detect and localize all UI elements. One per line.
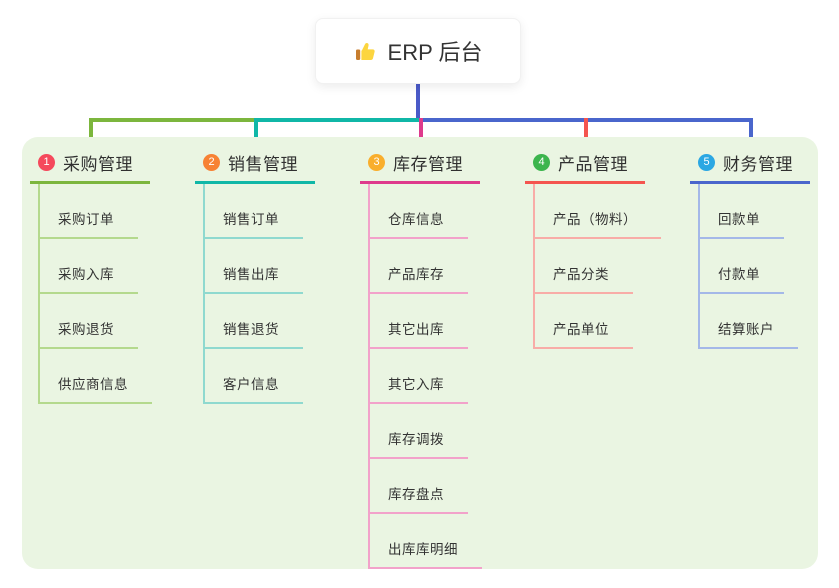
leaf-node[interactable]: 销售订单 bbox=[205, 208, 303, 239]
branch-item-row: 产品（物料） bbox=[535, 184, 675, 239]
connector-drop-branch-1 bbox=[89, 118, 93, 150]
leaf-node[interactable]: 产品单位 bbox=[535, 318, 633, 349]
branch-item-row: 客户信息 bbox=[205, 349, 345, 404]
branch-item-row: 供应商信息 bbox=[40, 349, 180, 404]
priority-badge-1: 1 bbox=[38, 154, 55, 171]
root-node-label: ERP 后台 bbox=[387, 40, 483, 65]
branch-item-row: 库存盘点 bbox=[370, 459, 510, 514]
branch-item-row: 产品单位 bbox=[535, 294, 675, 349]
branch-label: 产品管理 bbox=[558, 155, 628, 174]
leaf-node[interactable]: 产品库存 bbox=[370, 263, 468, 294]
connector-horizontal bbox=[254, 118, 423, 122]
branch-item-list: 销售订单销售出库销售退货客户信息 bbox=[203, 184, 345, 404]
branch-2: 2 销售管理销售订单销售出库销售退货客户信息 bbox=[195, 146, 345, 404]
branch-label: 库存管理 bbox=[393, 155, 463, 174]
branch-node-5[interactable]: 5 财务管理 bbox=[690, 146, 810, 184]
branch-node-2[interactable]: 2 销售管理 bbox=[195, 146, 315, 184]
priority-badge-4: 4 bbox=[533, 154, 550, 171]
branch-node-3[interactable]: 3 库存管理 bbox=[360, 146, 480, 184]
priority-badge-5: 5 bbox=[698, 154, 715, 171]
branch-item-row: 出库库明细 bbox=[370, 514, 510, 569]
branch-item-row: 产品分类 bbox=[535, 239, 675, 294]
leaf-node[interactable]: 其它入库 bbox=[370, 373, 468, 404]
connector-horizontal bbox=[89, 118, 258, 122]
branch-node-4[interactable]: 4 产品管理 bbox=[525, 146, 645, 184]
priority-badge-2: 2 bbox=[203, 154, 220, 171]
branch-item-row: 付款单 bbox=[700, 239, 839, 294]
leaf-node[interactable]: 销售退货 bbox=[205, 318, 303, 349]
leaf-node[interactable]: 出库库明细 bbox=[370, 538, 482, 569]
branch-label: 销售管理 bbox=[228, 155, 298, 174]
branch-item-list: 产品（物料） 产品分类产品单位 bbox=[533, 184, 675, 349]
leaf-node[interactable]: 供应商信息 bbox=[40, 373, 152, 404]
branch-item-row: 采购订单 bbox=[40, 184, 180, 239]
leaf-node[interactable]: 客户信息 bbox=[205, 373, 303, 404]
branch-item-row: 采购退货 bbox=[40, 294, 180, 349]
thumbs-up-icon bbox=[354, 39, 378, 63]
branch-item-row: 回款单 bbox=[700, 184, 839, 239]
branch-item-row: 其它入库 bbox=[370, 349, 510, 404]
leaf-node[interactable]: 采购订单 bbox=[40, 208, 138, 239]
leaf-node[interactable]: 回款单 bbox=[700, 208, 784, 239]
connector-drop-branch-5 bbox=[749, 118, 753, 150]
leaf-node[interactable]: 库存调拨 bbox=[370, 428, 468, 459]
branch-1: 1 采购管理采购订单采购入库采购退货供应商信息 bbox=[30, 146, 180, 404]
leaf-node[interactable]: 产品（物料） bbox=[535, 208, 661, 239]
group-background-panel bbox=[22, 137, 818, 569]
branch-label: 财务管理 bbox=[723, 155, 793, 174]
branch-5: 5 财务管理回款单付款单结算账户 bbox=[690, 146, 839, 349]
branch-item-list: 仓库信息产品库存其它出库其它入库库存调拨库存盘点出库库明细 bbox=[368, 184, 510, 569]
leaf-node[interactable]: 销售出库 bbox=[205, 263, 303, 294]
branch-node-1[interactable]: 1 采购管理 bbox=[30, 146, 150, 184]
branch-4: 4 产品管理产品（物料） 产品分类产品单位 bbox=[525, 146, 675, 349]
branch-item-list: 采购订单采购入库采购退货供应商信息 bbox=[38, 184, 180, 404]
branch-item-row: 结算账户 bbox=[700, 294, 839, 349]
root-node-erp-backend[interactable]: ERP 后台 bbox=[315, 18, 521, 84]
connector-drop-branch-4 bbox=[584, 118, 588, 150]
branch-3: 3 库存管理仓库信息产品库存其它出库其它入库库存调拨库存盘点出库库明细 bbox=[360, 146, 510, 569]
branch-item-row: 销售订单 bbox=[205, 184, 345, 239]
connector-root-stub bbox=[416, 84, 420, 122]
connector-drop-branch-2 bbox=[254, 118, 258, 150]
leaf-node[interactable]: 付款单 bbox=[700, 263, 784, 294]
leaf-node[interactable]: 采购退货 bbox=[40, 318, 138, 349]
branch-label: 采购管理 bbox=[63, 155, 133, 174]
branch-item-row: 销售出库 bbox=[205, 239, 345, 294]
priority-badge-3: 3 bbox=[368, 154, 385, 171]
leaf-node[interactable]: 结算账户 bbox=[700, 318, 798, 349]
branch-item-row: 库存调拨 bbox=[370, 404, 510, 459]
branch-item-row: 销售退货 bbox=[205, 294, 345, 349]
branch-item-row: 采购入库 bbox=[40, 239, 180, 294]
leaf-node[interactable]: 库存盘点 bbox=[370, 483, 468, 514]
leaf-node[interactable]: 采购入库 bbox=[40, 263, 138, 294]
branch-item-row: 其它出库 bbox=[370, 294, 510, 349]
leaf-node[interactable]: 产品分类 bbox=[535, 263, 633, 294]
connector-drop-branch-3 bbox=[419, 118, 423, 150]
branch-item-list: 回款单付款单结算账户 bbox=[698, 184, 839, 349]
leaf-node[interactable]: 其它出库 bbox=[370, 318, 468, 349]
leaf-node[interactable]: 仓库信息 bbox=[370, 208, 468, 239]
branch-item-row: 产品库存 bbox=[370, 239, 510, 294]
branch-item-row: 仓库信息 bbox=[370, 184, 510, 239]
